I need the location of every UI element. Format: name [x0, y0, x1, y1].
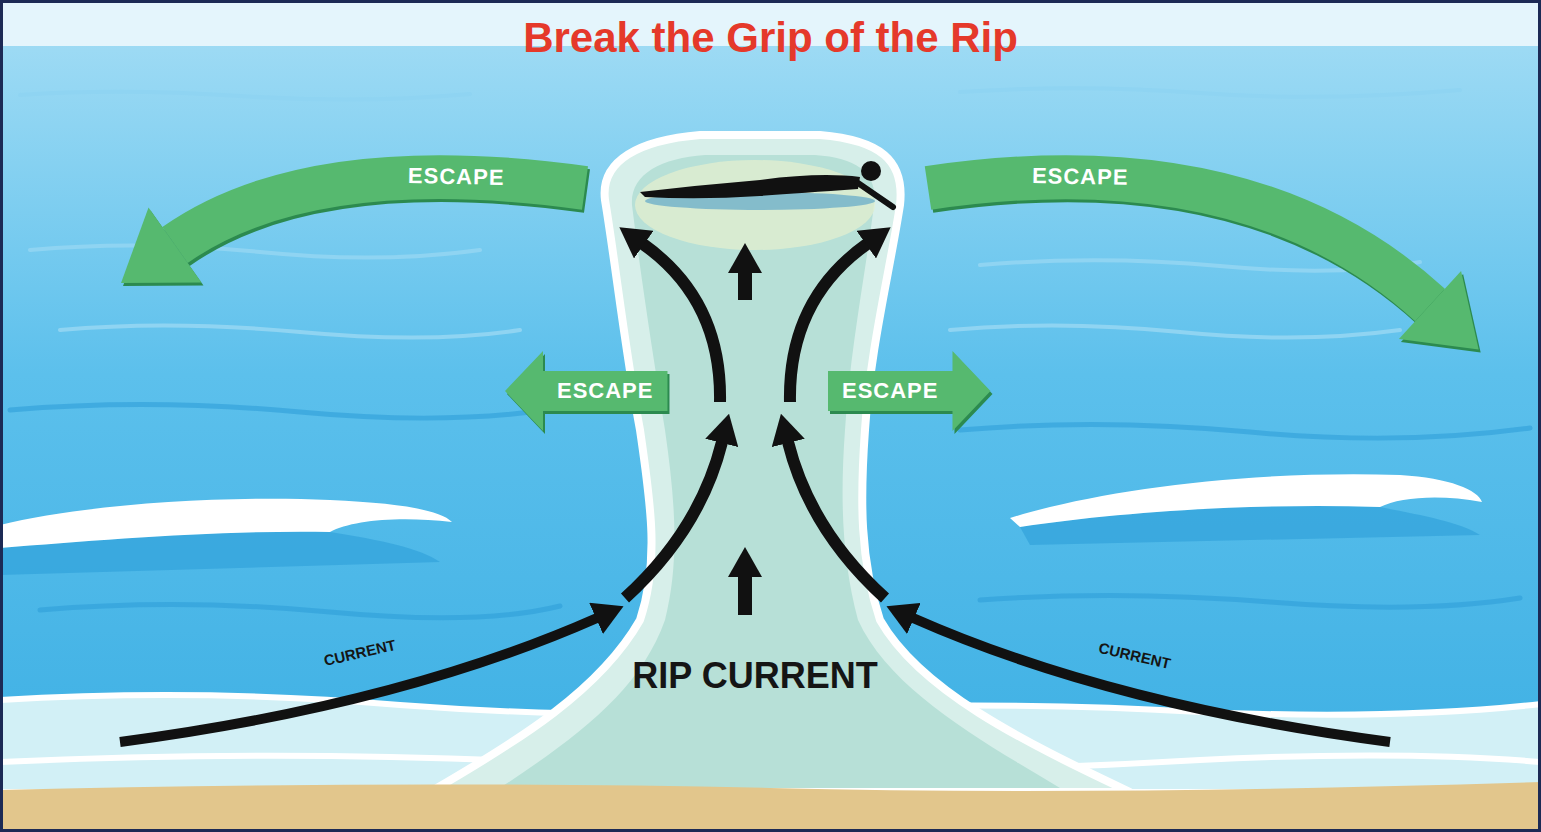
escape-arrow: ESCAPE [828, 351, 990, 431]
escape-arrow: ESCAPE [905, 130, 1505, 370]
wave-streak [10, 404, 560, 418]
arrow-head [1399, 271, 1479, 350]
swimmer [640, 175, 860, 198]
rip-head [635, 160, 875, 250]
current-arrow [788, 442, 885, 598]
escape-label: ESCAPE [1032, 163, 1129, 191]
current-arrow [913, 618, 1390, 742]
wave-streak [30, 245, 480, 257]
swimmer-head [861, 161, 881, 181]
breaking-wave [0, 499, 452, 548]
rip-arrow [738, 576, 752, 615]
swimmer-arm [858, 183, 893, 207]
rip-arrow [738, 272, 752, 300]
arrow-body [828, 351, 990, 431]
wave-streak [20, 92, 470, 100]
escape-label: ESCAPE [408, 163, 505, 191]
arrow-body [928, 177, 1430, 305]
escape-label: ESCAPE [842, 378, 938, 404]
diagram-title: Break the Grip of the Rip [0, 14, 1541, 62]
escape-arrow: ESCAPE [505, 351, 667, 431]
arrow-body [175, 177, 585, 245]
wave-streak [980, 595, 1520, 607]
rip-channel-core [500, 155, 1060, 788]
rip-current-label: RIP CURRENT [632, 655, 877, 697]
wave-streak [60, 325, 520, 337]
escape-label: ESCAPE [557, 378, 653, 404]
current-arrows [120, 244, 1390, 742]
sand [0, 782, 1541, 832]
wave-streak [960, 88, 1460, 97]
wave-streak [960, 424, 1530, 438]
wave-streak [40, 604, 560, 617]
arrow-shape [905, 130, 1505, 370]
current-arrow [625, 442, 722, 598]
arrow-shape [80, 130, 610, 320]
escape-arrow: ESCAPE [80, 130, 610, 320]
current-arrow [120, 618, 597, 742]
rip-channel [430, 135, 1130, 792]
arrow-body [505, 351, 667, 431]
wave-streak [950, 325, 1400, 337]
arrow-head [121, 207, 201, 283]
breaking-wave [1010, 474, 1482, 527]
